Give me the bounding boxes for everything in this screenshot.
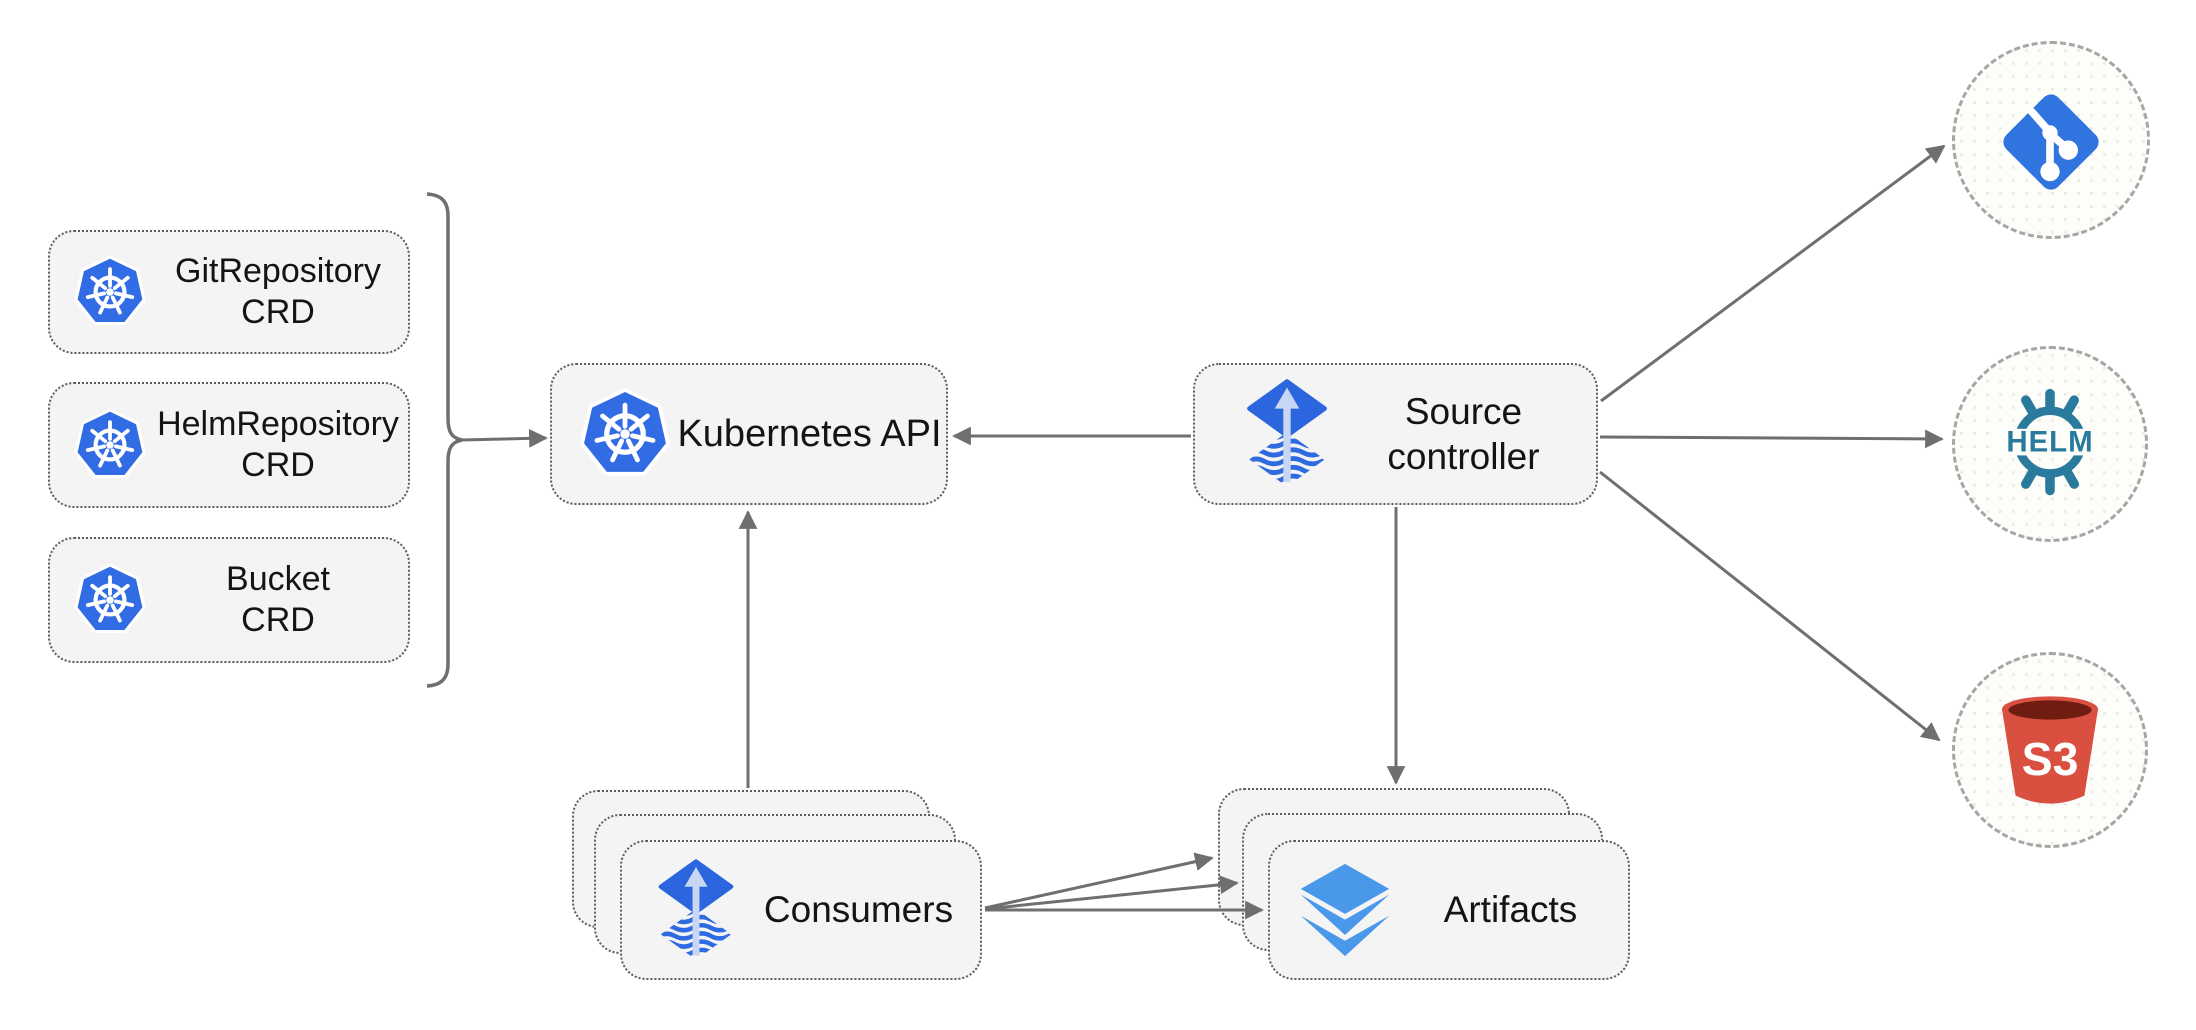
- arrow-source-to-git: [1600, 144, 1946, 403]
- arrow-consumers-to-artifacts-1: [984, 852, 1214, 910]
- crd-group-brace: [426, 192, 463, 688]
- arrow-crds-to-k8s-api: [460, 429, 548, 448]
- kubernetes-icon: [72, 254, 148, 330]
- helm-icon: HELM: [1993, 387, 2107, 501]
- s3-wordmark: S3: [2022, 733, 2079, 785]
- arrow-source-to-helm: [1599, 429, 1944, 449]
- kubernetes-api-label: Kubernetes API: [677, 412, 942, 455]
- artifacts-box: Artifacts: [1268, 840, 1630, 980]
- kubernetes-icon: [72, 562, 148, 638]
- kubernetes-icon: [72, 407, 148, 483]
- kubernetes-api-box: Kubernetes API: [550, 363, 948, 505]
- consumers-box: Consumers: [620, 840, 982, 980]
- helm-source-circle: HELM: [1952, 346, 2148, 542]
- flux-icon: [655, 857, 737, 964]
- kubernetes-icon: [577, 386, 673, 482]
- arrow-consumers-to-artifacts-2: [984, 875, 1239, 911]
- layers-icon: [1297, 862, 1393, 958]
- helm-wordmark: HELM: [2006, 426, 2093, 459]
- git-source-circle: [1952, 41, 2150, 239]
- s3-source-circle: S3: [1952, 652, 2148, 848]
- arrow-source-to-s3: [1599, 470, 1941, 742]
- consumers-label: Consumers: [763, 889, 954, 931]
- s3-bucket-icon: S3: [1994, 690, 2106, 810]
- artifacts-label: Artifacts: [1443, 889, 1578, 931]
- git-icon: [1995, 84, 2107, 196]
- flux-icon: [1243, 377, 1331, 491]
